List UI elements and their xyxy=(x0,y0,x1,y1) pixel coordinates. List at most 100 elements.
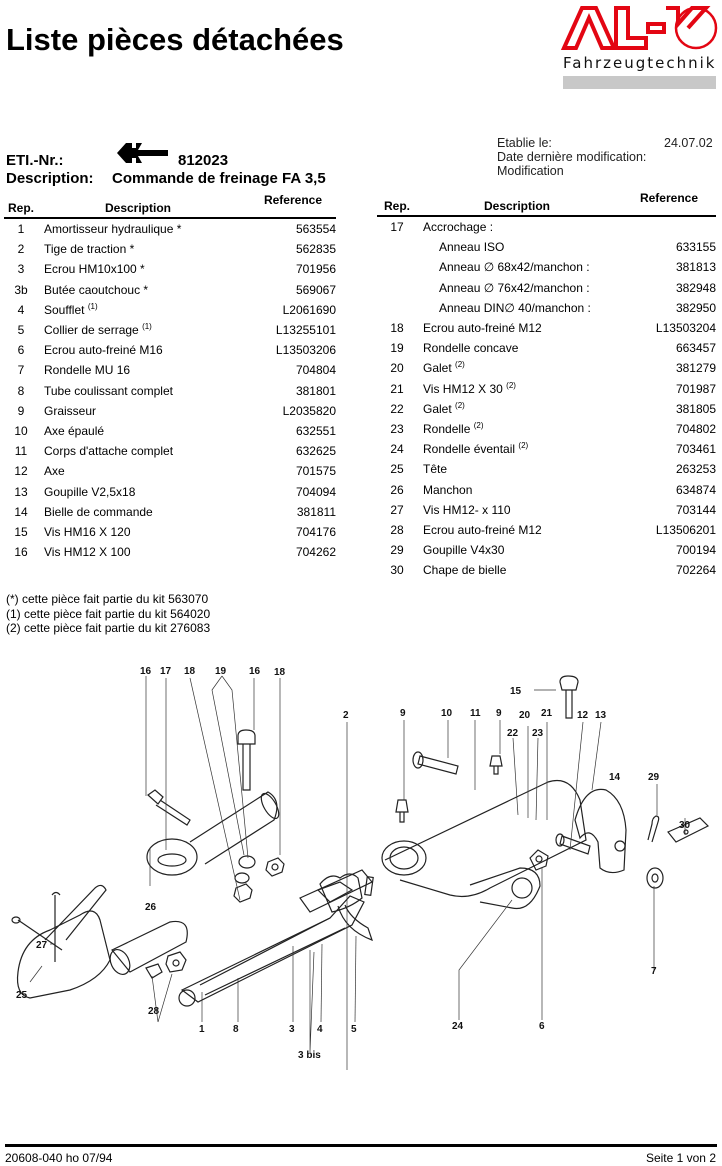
part-reference: 663457 xyxy=(675,341,716,356)
kit-note-marker: (2) xyxy=(518,441,529,451)
document-header: ETI.-Nr.: Description:Commande de freina… xyxy=(6,152,326,188)
part-description: Axe xyxy=(44,464,65,479)
callout: 28 xyxy=(148,1006,160,1017)
lever-14 xyxy=(574,788,627,874)
part-description: Rondelle concave xyxy=(423,341,519,356)
part-description: Vis HM12 X 100 xyxy=(44,545,131,560)
callout: 6 xyxy=(539,1021,545,1032)
part-rep: 24 xyxy=(390,442,404,457)
part-rep: 13 xyxy=(14,484,28,499)
part-reference: 702264 xyxy=(675,563,716,578)
callout: 2 xyxy=(343,710,349,721)
grease-nipple-9b xyxy=(489,755,503,775)
part-rep: 26 xyxy=(390,482,404,497)
part-description: Butée caoutchouc * xyxy=(44,282,149,297)
kit-note-marker: (1) xyxy=(87,301,98,311)
part-description: Rondelle (2) xyxy=(423,420,484,436)
washer-7 xyxy=(646,867,664,889)
diagram-callouts: 16 17 18 19 16 18 2 15 9 10 11 9 20 21 2… xyxy=(16,666,691,1061)
part-rep: 28 xyxy=(390,522,404,537)
part-rep: 15 xyxy=(14,524,28,539)
callout: 16 xyxy=(249,666,261,677)
part-rep: 30 xyxy=(390,563,404,578)
part-reference: 704094 xyxy=(295,484,336,499)
part-reference: 704804 xyxy=(295,363,336,378)
sleeve xyxy=(111,920,188,973)
page-number: Seite 1 von 2 xyxy=(645,1151,716,1165)
eti-number: 812023 xyxy=(178,152,229,169)
callout: 26 xyxy=(145,902,157,913)
col-header-description: Description xyxy=(38,195,238,219)
col-header-reference: Reference xyxy=(238,193,336,219)
bolt-15 xyxy=(559,675,579,719)
part-description: Anneau ∅ 68x42/manchon : xyxy=(439,260,590,275)
callout: 30 xyxy=(679,820,691,831)
split-pin-29 xyxy=(647,815,660,843)
part-reference: 703461 xyxy=(675,442,716,457)
part-description: Accrochage : xyxy=(423,220,494,235)
part-reference: 704262 xyxy=(295,545,336,560)
part-rep: 5 xyxy=(17,323,25,338)
kit-note-marker: (2) xyxy=(473,420,484,430)
part-description: Galet (2) xyxy=(423,400,465,416)
part-description: Tige de traction * xyxy=(44,242,135,257)
description-value: Commande de freinage FA 3,5 xyxy=(112,170,326,187)
part-rep: 20 xyxy=(390,361,404,376)
part-reference: L13503206 xyxy=(275,343,336,358)
last-modified-label: Date dernière modification: xyxy=(497,150,647,164)
part-reference: 632625 xyxy=(295,444,336,459)
coupling-body-bore xyxy=(381,840,427,876)
part-description: Rondelle éventail (2) xyxy=(423,441,529,457)
callout: 10 xyxy=(441,708,453,719)
logo-subtitle: Fahrzeugtechnik xyxy=(563,54,717,72)
part-description: Tube coulissant complet xyxy=(44,383,173,398)
bolt-16-left xyxy=(147,789,191,826)
part-rep: 8 xyxy=(17,383,25,398)
part-rep xyxy=(377,298,417,318)
callout: 19 xyxy=(215,666,227,677)
footnote: (1) cette pièce fait partie du kit 56402… xyxy=(6,606,211,621)
col-header-rep: Rep. xyxy=(377,193,417,217)
established-date: 24.07.02 xyxy=(664,136,713,150)
part-reference: 700194 xyxy=(675,543,716,558)
part-description: Tête xyxy=(423,462,448,477)
callout: 29 xyxy=(648,772,660,783)
callout: 16 xyxy=(140,666,152,677)
part-description: Manchon xyxy=(423,482,473,497)
tow-ring xyxy=(146,838,198,876)
callout: 3 xyxy=(289,1024,295,1035)
part-rep: 3b xyxy=(14,282,28,297)
bolt-10 xyxy=(417,755,459,775)
part-description: Ecrou auto-freiné M12 xyxy=(423,522,542,537)
established-label: Etablie le: xyxy=(497,136,552,150)
part-rep: 7 xyxy=(17,363,25,378)
callout: 13 xyxy=(595,710,607,721)
document-dates: Etablie le: Date dernière modification: … xyxy=(497,136,646,178)
parts-row: Anneau ∅ 68x42/manchon :381813 xyxy=(377,257,716,277)
kit-note-marker: (2) xyxy=(455,400,465,410)
footnote: (*) cette pièce fait partie du kit 56307… xyxy=(6,592,209,606)
callout: 20 xyxy=(519,710,531,721)
col-header-rep: Rep. xyxy=(4,195,38,219)
part-rep: 19 xyxy=(390,341,404,356)
eti-label: ETI.-Nr.: xyxy=(6,152,64,169)
part-reference: 634874 xyxy=(675,482,716,497)
parts-row: 26 Manchon 634874 xyxy=(377,479,716,499)
part-reference: 701956 xyxy=(295,262,336,277)
part-reference: 381279 xyxy=(675,361,716,376)
part-description: Ecrou auto-freiné M16 xyxy=(44,343,163,358)
